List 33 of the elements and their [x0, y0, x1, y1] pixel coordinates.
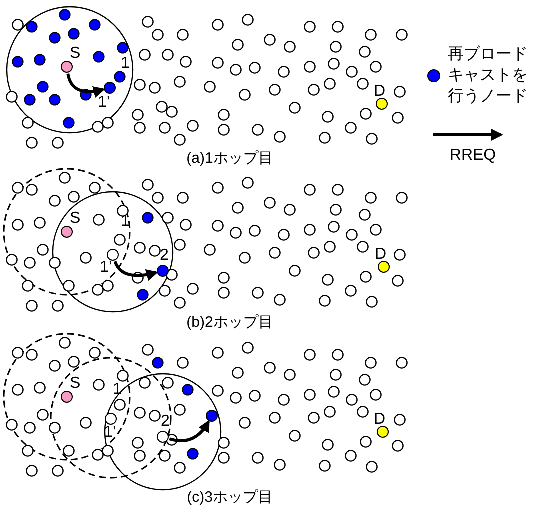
node-label: D	[374, 84, 386, 100]
hop-label: 1	[113, 382, 122, 398]
node-label: D	[375, 247, 387, 263]
network-node	[105, 413, 117, 425]
network-node	[157, 265, 169, 277]
network-node	[61, 226, 73, 238]
network-node	[376, 98, 388, 110]
network-node	[61, 61, 73, 73]
network-node	[107, 249, 119, 261]
node-label: 1’	[104, 425, 116, 441]
node-label: S	[70, 46, 81, 62]
panel-caption: (a)1ホップ目	[186, 151, 274, 167]
node-label: 1’	[100, 260, 112, 276]
network-node	[377, 426, 389, 438]
legend-text: RREQ	[450, 148, 496, 164]
node-label: 1’	[98, 95, 110, 111]
node-label: S	[70, 376, 81, 392]
network-node	[378, 261, 390, 273]
node-label: S	[70, 211, 81, 227]
panel-caption: (c)3ホップ目	[187, 490, 273, 506]
node-label: D	[374, 412, 386, 428]
network-node	[206, 410, 218, 422]
panel-caption: (b)2ホップ目	[186, 315, 274, 331]
node-label: 2	[161, 414, 170, 430]
arrow	[66, 74, 106, 98]
hop-label: 1	[121, 56, 130, 72]
node-label: 2	[160, 248, 169, 264]
arrow	[169, 420, 210, 442]
network-node	[157, 431, 169, 443]
network-node	[104, 82, 116, 94]
network-node	[61, 391, 73, 403]
arrow	[114, 261, 159, 281]
legend-text: 再ブロードキャストを行うノード	[448, 44, 529, 107]
